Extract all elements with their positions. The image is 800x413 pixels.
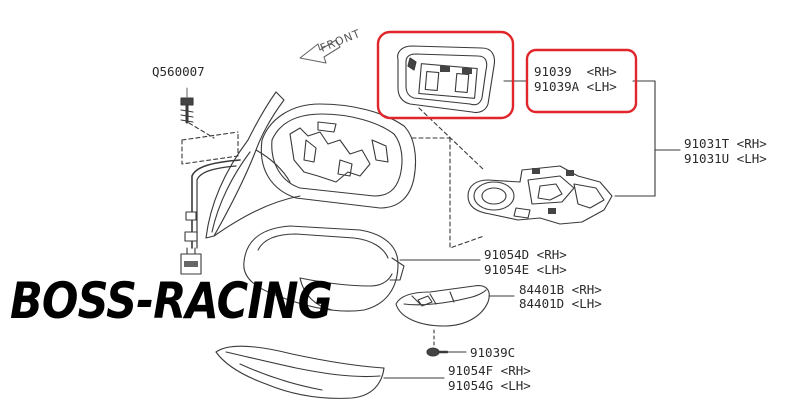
part-label-84401b-rh: 84401B <RH> bbox=[519, 282, 602, 297]
mirror-glass-icon bbox=[397, 45, 496, 114]
part-label-91031t-rh: 91031T <RH> bbox=[684, 136, 767, 151]
part-label-91054f-rh: 91054F <RH> bbox=[448, 363, 531, 378]
part-label-91054g-lh: 91054G <LH> bbox=[448, 378, 531, 393]
garnish-strip-icon bbox=[215, 345, 385, 399]
part-number-highlight-box bbox=[525, 48, 638, 114]
glass-highlight-box bbox=[376, 30, 515, 120]
screw-icon bbox=[180, 87, 194, 124]
part-label-91039-rh: 91039 <RH> bbox=[534, 64, 617, 79]
part-label-91039c: 91039C bbox=[470, 345, 515, 360]
mirror-base-icon bbox=[205, 91, 301, 239]
part-label-91054d-rh: 91054D <RH> bbox=[484, 247, 567, 262]
mirror-cover-icon bbox=[243, 225, 405, 312]
mirror-housing-icon bbox=[260, 103, 417, 209]
part-label-91039a-lh: 91039A <LH> bbox=[534, 79, 617, 94]
part-label-q560007: Q560007 bbox=[152, 64, 205, 79]
front-direction-label: FRONT bbox=[318, 27, 362, 55]
boss-racing-watermark: BOSS-RACING bbox=[10, 272, 333, 330]
part-label-91031u-lh: 91031U <LH> bbox=[684, 151, 767, 166]
wiring-harness-icon bbox=[180, 159, 241, 275]
small-screw-icon bbox=[426, 347, 449, 357]
turn-signal-lamp-icon bbox=[395, 285, 490, 327]
mirror-actuator-icon bbox=[467, 165, 613, 225]
front-arrow-icon bbox=[299, 39, 341, 64]
part-label-91054e-lh: 91054E <LH> bbox=[484, 262, 567, 277]
part-label-84401d-lh: 84401D <LH> bbox=[519, 296, 602, 311]
